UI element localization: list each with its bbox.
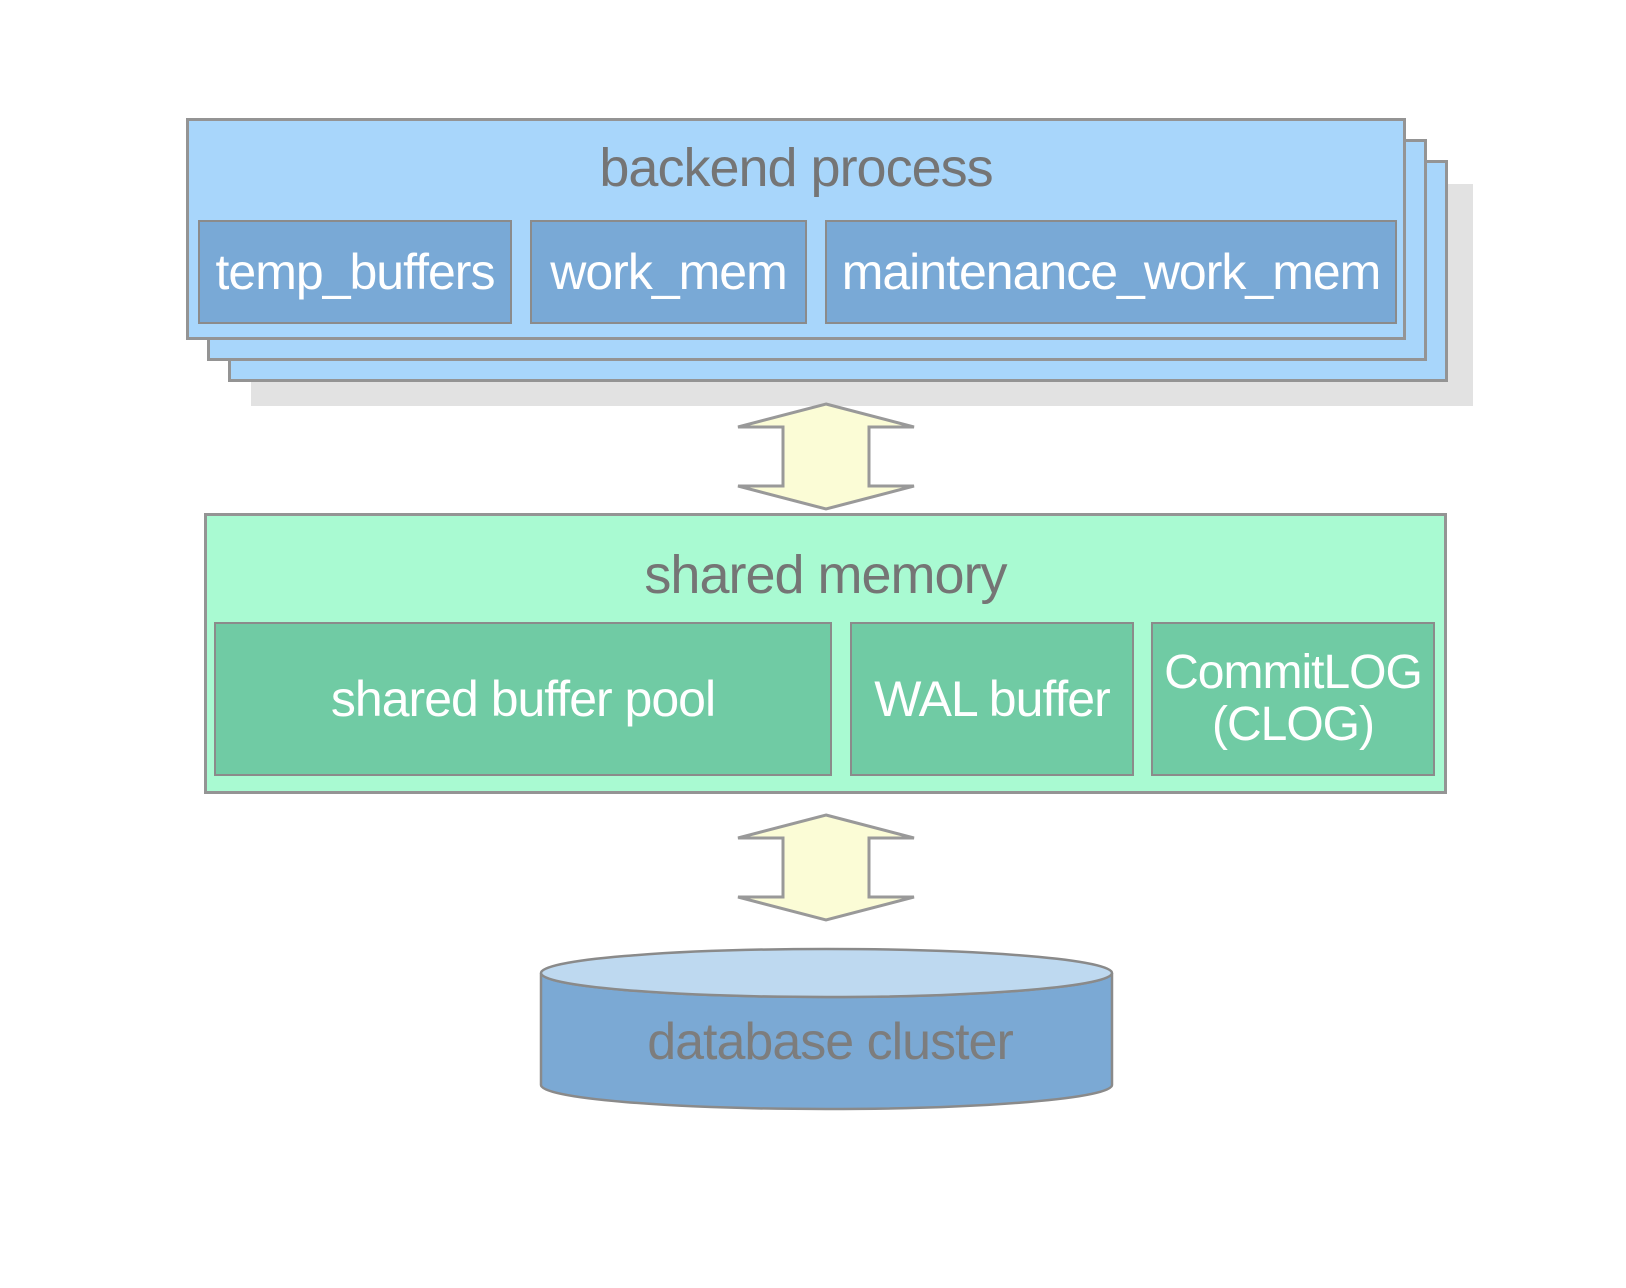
backend-shared-double-arrow (737, 402, 915, 511)
commit-log-box: CommitLOG (CLOG) (1151, 622, 1435, 776)
maintenance-work-mem-box: maintenance_work_mem (825, 220, 1397, 324)
temp-buffers-box: temp_buffers (198, 220, 512, 324)
shared-buffer-pool-box: shared buffer pool (214, 622, 832, 776)
shared-memory-title: shared memory (644, 545, 1007, 605)
backend-process-title: backend process (599, 138, 993, 198)
shared-memory-box: shared memory shared buffer pool WAL buf… (204, 513, 1447, 794)
database-cluster-label: database cluster (647, 1013, 1014, 1071)
backend-process-box: backend process temp_buffers work_mem ma… (186, 118, 1406, 340)
database-cylinder (539, 947, 1114, 1111)
shared-database-double-arrow (737, 813, 915, 922)
work-mem-box: work_mem (530, 220, 807, 324)
wal-buffer-box: WAL buffer (850, 622, 1134, 776)
